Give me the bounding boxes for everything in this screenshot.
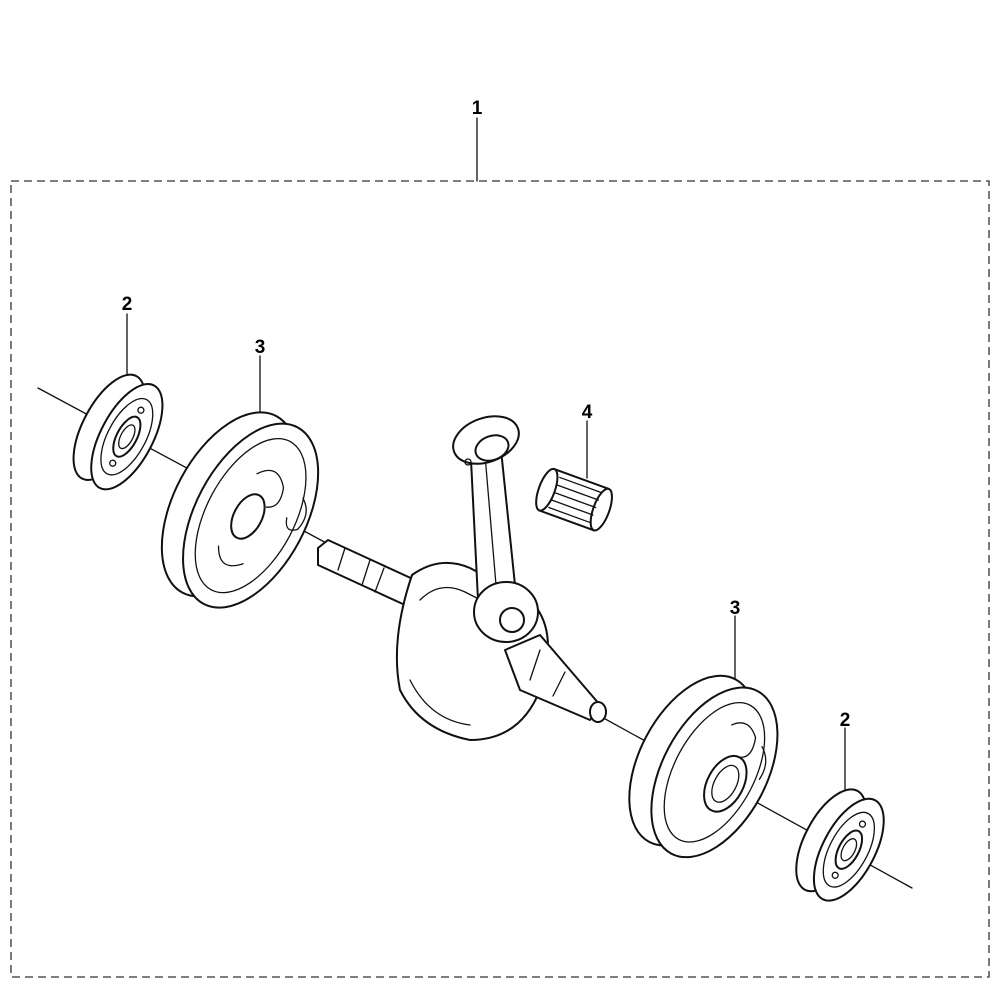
callout-assembly: 1 [472, 98, 483, 119]
callout-crankcase-half-left: 3 [255, 337, 266, 358]
callout-bearing-right: 2 [840, 710, 851, 731]
needle-bearing [535, 467, 613, 532]
callout-crankcase-half-right: 3 [730, 598, 741, 619]
crankshaft [317, 415, 607, 741]
assembly-boundary [10, 180, 990, 978]
callout-needle-bearing: 4 [582, 402, 593, 423]
ball-bearing-right [795, 788, 885, 902]
ball-bearing-left [72, 373, 164, 491]
callout-bearing-left: 2 [122, 294, 133, 315]
crankcase-half-right [628, 674, 779, 859]
leader-lines [126, 117, 846, 791]
crankcase-half-left [160, 411, 320, 609]
